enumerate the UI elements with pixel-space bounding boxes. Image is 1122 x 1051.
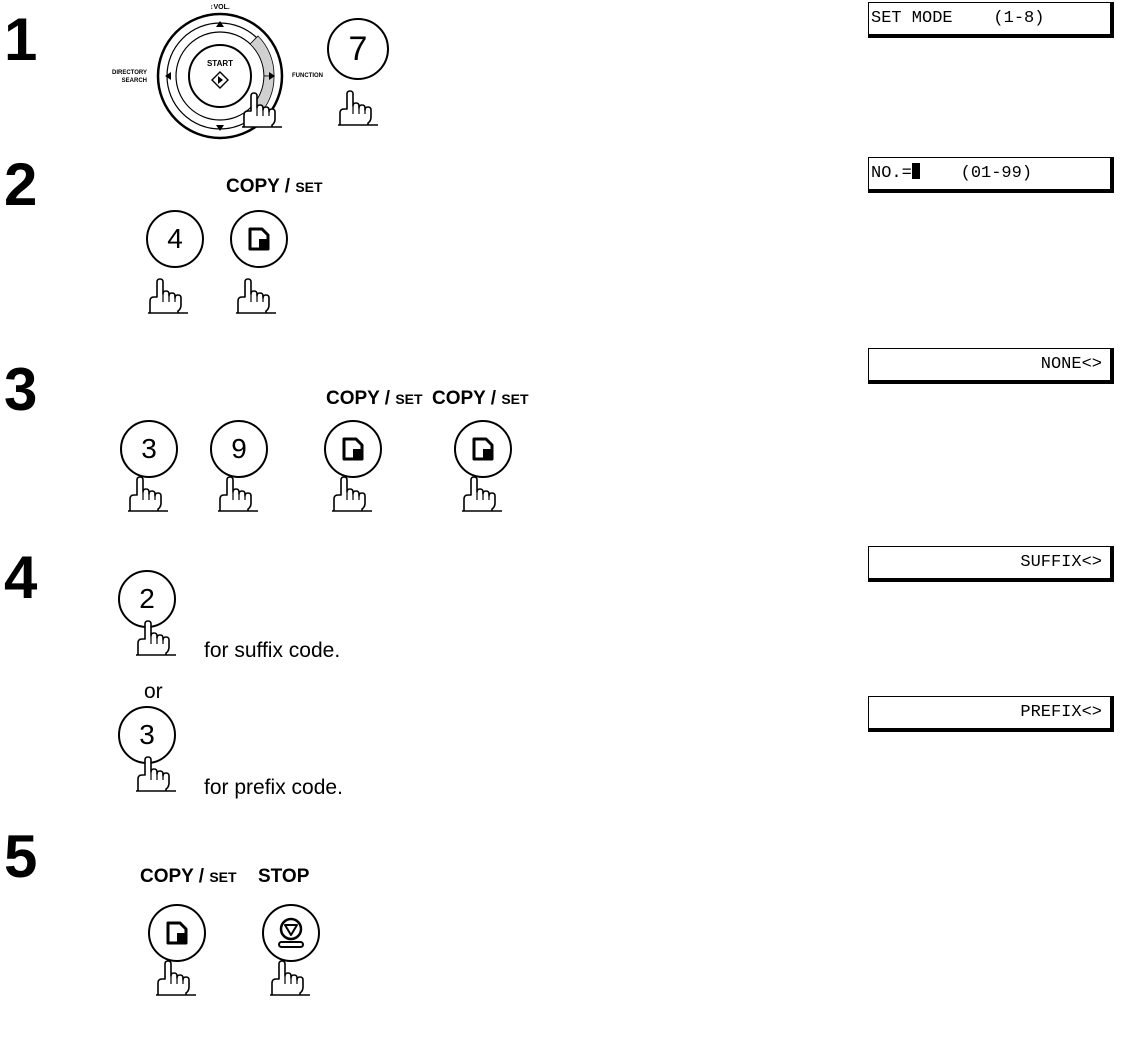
- copy-set-icon: [246, 226, 272, 252]
- lcd-set-mode: SET MODE (1-8): [868, 2, 1114, 38]
- copy-set-label: COPY / SET: [140, 866, 237, 887]
- key-4[interactable]: 4: [146, 210, 204, 268]
- key-2[interactable]: 2: [118, 570, 176, 628]
- pointing-hand-icon: [156, 960, 196, 996]
- or-text: or: [144, 680, 163, 703]
- copy-set-label: COPY / SET: [432, 388, 529, 409]
- copy-set-label: COPY / SET: [226, 176, 323, 197]
- step-number-5: 5: [4, 823, 38, 890]
- step-number-1: 1: [4, 6, 38, 73]
- pointing-hand-icon: [242, 92, 282, 128]
- lcd-cursor: [911, 163, 920, 179]
- stop-button[interactable]: [262, 904, 320, 962]
- copy-set-icon: [164, 920, 190, 946]
- pointing-hand-icon: [338, 90, 378, 126]
- pointing-hand-icon: [236, 278, 276, 314]
- step-number-4: 4: [4, 544, 38, 611]
- pointing-hand-icon: [128, 476, 168, 512]
- pointing-hand-icon: [136, 620, 176, 656]
- key-3[interactable]: 3: [120, 420, 178, 478]
- copy-set-button[interactable]: [148, 904, 206, 962]
- copy-set-icon: [470, 436, 496, 462]
- start-label: START: [207, 59, 233, 68]
- pointing-hand-icon: [218, 476, 258, 512]
- stop-icon: [278, 917, 304, 948]
- lcd-none: NONE<>: [868, 348, 1114, 384]
- lcd-number-entry: NO.= (01-99): [868, 157, 1114, 193]
- copy-set-label: COPY / SET: [326, 388, 423, 409]
- suffix-instruction: for suffix code.: [204, 639, 341, 662]
- key-3[interactable]: 3: [118, 706, 176, 764]
- prefix-instruction: for prefix code.: [204, 776, 343, 799]
- key-7[interactable]: 7: [327, 18, 389, 80]
- lcd-suffix: SUFFIX<>: [868, 546, 1114, 582]
- function-label: FUNCTION: [292, 73, 323, 79]
- copy-set-button[interactable]: [324, 420, 382, 478]
- vol-label: ↕VOL.: [210, 4, 230, 11]
- copy-set-button[interactable]: [230, 210, 288, 268]
- start-icon: [211, 71, 229, 89]
- pointing-hand-icon: [462, 476, 502, 512]
- lcd-prefix: PREFIX<>: [868, 696, 1114, 732]
- pointing-hand-icon: [136, 756, 176, 792]
- copy-set-button[interactable]: [454, 420, 512, 478]
- key-9[interactable]: 9: [210, 420, 268, 478]
- step-number-2: 2: [4, 151, 38, 218]
- pointing-hand-icon: [270, 960, 310, 996]
- pointing-hand-icon: [332, 476, 372, 512]
- pointing-hand-icon: [148, 278, 188, 314]
- stop-label: STOP: [258, 866, 310, 887]
- step-number-3: 3: [4, 356, 38, 423]
- copy-set-icon: [340, 436, 366, 462]
